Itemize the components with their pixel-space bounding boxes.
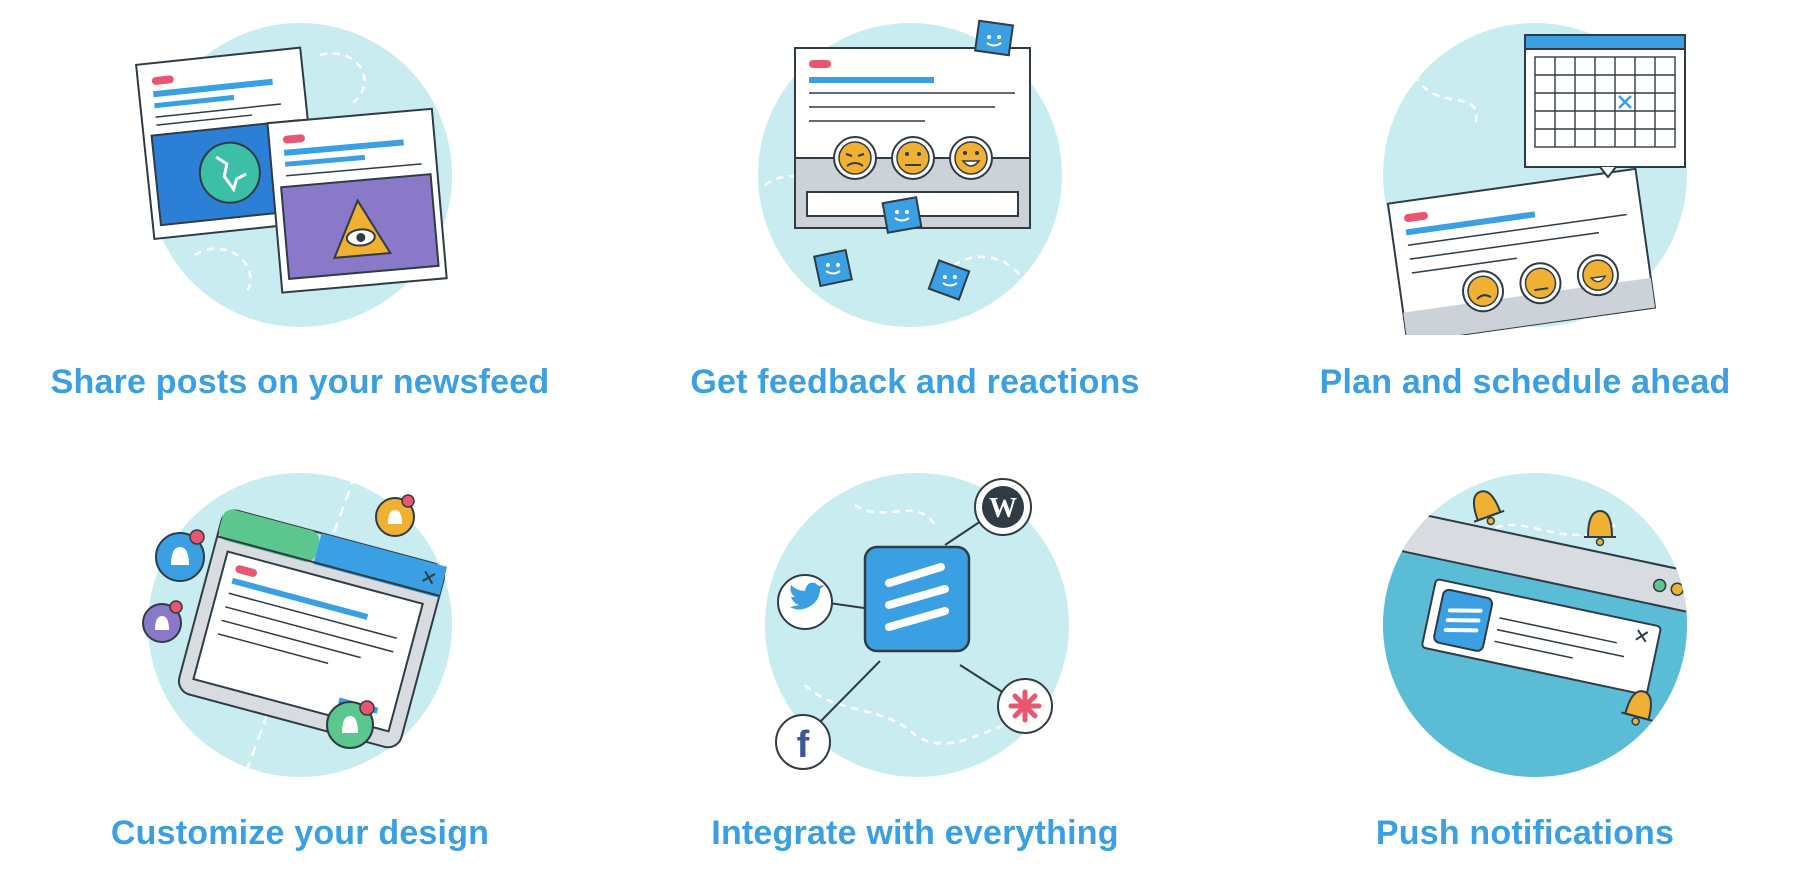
notification-card <box>1421 578 1662 696</box>
bell-icon <box>155 529 205 582</box>
calendar-icon <box>1524 34 1686 179</box>
bell-icon <box>326 700 375 749</box>
bell-icon <box>375 494 415 537</box>
feature-title: Push notifications <box>1375 814 1675 852</box>
bell-icon <box>142 600 183 643</box>
zapier-icon <box>997 678 1053 734</box>
feature-title: Get feedback and reactions <box>690 363 1140 401</box>
emoji-sad-icon <box>833 136 877 180</box>
calendar-illustration <box>1383 23 1687 335</box>
bell-icon <box>1472 490 1505 526</box>
feedback-illustration <box>758 19 1062 327</box>
feature-title: Customize your design <box>110 814 490 852</box>
twitter-icon <box>777 574 833 630</box>
feature-title: Plan and schedule ahead <box>1319 363 1731 401</box>
chat-bubble-icon <box>927 259 971 301</box>
app-logo-icon <box>863 545 971 653</box>
notifications-illustration <box>1383 473 1687 777</box>
bell-icon <box>1621 690 1653 726</box>
emoji-neutral-icon <box>891 136 935 180</box>
feature-title: Integrate with everything <box>711 814 1119 852</box>
chat-bubble-icon <box>973 19 1015 57</box>
svg-text:W: W <box>989 493 1017 524</box>
design-illustration <box>142 473 452 777</box>
newsfeed-illustration <box>135 23 452 327</box>
feature-title: Share posts on your newsfeed <box>50 363 550 401</box>
emoji-happy-icon <box>949 136 993 180</box>
facebook-icon: f <box>775 714 831 770</box>
bell-icon <box>1584 509 1616 547</box>
chat-bubble-icon <box>881 196 923 234</box>
chat-bubble-icon <box>813 248 853 288</box>
integrations-illustration: W f <box>765 473 1069 777</box>
wordpress-icon: W <box>974 478 1032 536</box>
svg-text:f: f <box>797 724 810 766</box>
